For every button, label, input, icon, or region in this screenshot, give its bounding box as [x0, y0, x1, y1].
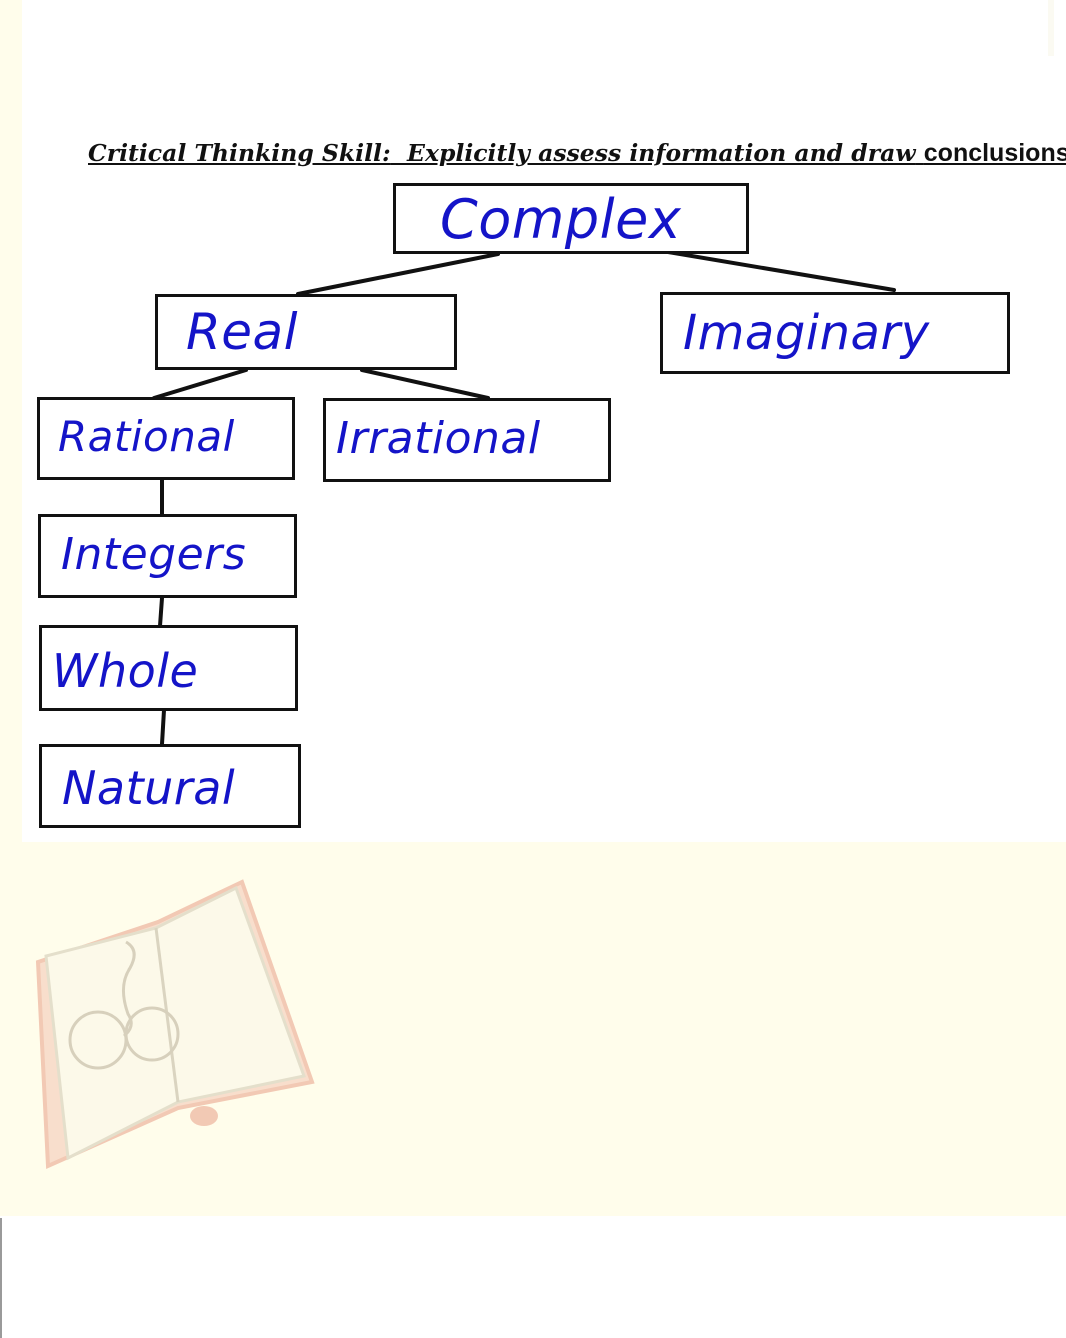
cream-margin-strip: [0, 0, 22, 842]
node-real-label: Real: [186, 303, 299, 361]
node-integers: Integers: [38, 514, 297, 598]
node-irrational-label: Irrational: [336, 413, 541, 464]
edge-integers-whole: [158, 596, 164, 628]
edge-whole-natural: [160, 708, 166, 746]
node-real: Real: [155, 294, 457, 370]
node-complex-label: Complex: [440, 188, 682, 251]
node-whole: Whole: [39, 625, 298, 711]
node-integers-label: Integers: [61, 529, 247, 580]
heading-prefix: Critical Thinking Skill:: [88, 139, 391, 167]
node-rational: Rational: [37, 397, 295, 480]
node-imaginary-label: Imaginary: [683, 305, 930, 361]
open-book-with-glasses-icon: [35, 879, 315, 1170]
critical-thinking-heading: Critical Thinking Skill: Explicitly asse…: [88, 136, 1066, 170]
node-irrational: Irrational: [323, 398, 611, 482]
node-whole-label: Whole: [52, 644, 199, 698]
heading-middle: Explicitly assess information and draw: [407, 139, 916, 167]
node-rational-label: Rational: [58, 412, 235, 461]
edge-real-irrational: [360, 368, 490, 400]
edge-real-rational: [152, 368, 248, 400]
node-complex: Complex: [393, 183, 749, 254]
node-imaginary: Imaginary: [660, 292, 1010, 374]
faint-edge-mark: [1048, 0, 1054, 56]
edge-complex-real: [296, 252, 500, 296]
node-natural-label: Natural: [62, 761, 236, 815]
edge-complex-imaginary: [666, 250, 896, 292]
heading-keyword: conclusions: [923, 139, 1066, 167]
node-natural: Natural: [39, 744, 301, 828]
left-edge-rule: [0, 1218, 2, 1338]
